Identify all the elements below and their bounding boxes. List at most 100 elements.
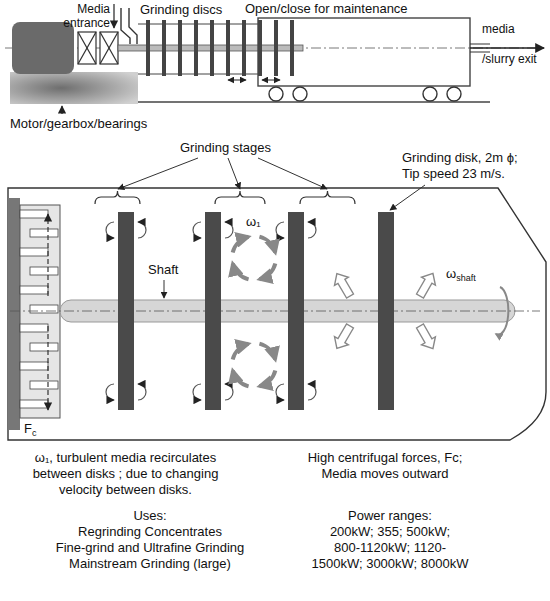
media-entrance-pipe: [121, 8, 137, 44]
rail: [138, 101, 490, 102]
base-block: [10, 72, 138, 104]
label-text: ω₁, turbulent media recirculates between…: [18, 450, 233, 498]
flow-arrow: [138, 384, 146, 400]
flow-arrow: [276, 222, 284, 238]
entrance-arrow: [113, 4, 114, 28]
label-text: 800-1120kW; 1120-: [290, 540, 490, 556]
label-text: 1500kW; 3000kW; 8000kW: [290, 556, 490, 572]
recirculation-arrow: [259, 263, 275, 279]
grinding-disk: [118, 212, 134, 410]
recirculation-arrow: [233, 237, 249, 253]
motor-leader: [61, 106, 62, 114]
label-text: Open/close for maintenance: [245, 1, 408, 17]
flow-arrow: [138, 222, 146, 238]
exit-arrow: [470, 47, 544, 48]
stage-brace: [215, 191, 265, 204]
stator-pin: [20, 286, 48, 294]
open-close-arrows: [228, 80, 246, 81]
grinding-disc: [178, 20, 182, 76]
stator-pin: [20, 324, 48, 332]
stator-pin: [30, 343, 58, 351]
centrifugal-arrow: [47, 214, 48, 296]
recirculation-arrow: [233, 344, 249, 360]
label-text: Grinding stages: [180, 140, 271, 156]
stage-leader: [118, 158, 327, 189]
label-text: High centrifugal forces, Fc; Media moves…: [290, 450, 480, 482]
label-text: Grinding discs: [140, 2, 222, 18]
stator-plate: [20, 205, 60, 418]
stage-leader: [118, 158, 198, 189]
stator-pin: [30, 381, 58, 389]
label-text: Mainstream Grinding (large): [20, 556, 280, 572]
grinding-disc: [210, 20, 214, 76]
flow-arrow: [106, 222, 316, 400]
label-text: 200kW; 355; 500kW;: [290, 524, 490, 540]
gearbox-bearing: [78, 32, 96, 64]
disk-leader: [390, 185, 425, 210]
grinding-disc: [146, 20, 150, 76]
grinding-disk: [205, 212, 221, 410]
label-text: Shaft: [148, 262, 178, 278]
grinding-disc: [242, 20, 246, 76]
grinding-disc: [194, 20, 198, 76]
wheel: [293, 87, 307, 101]
stator-pin: [30, 267, 58, 275]
gearbox-bearing: [78, 32, 96, 64]
flow-arrow: [193, 222, 201, 238]
grinding-disk: [378, 212, 394, 410]
mill-chamber: [8, 188, 546, 440]
section-view: [8, 158, 546, 440]
label-text: ωshaft: [446, 266, 476, 282]
grinding-disc: [162, 20, 166, 76]
stage-brace: [300, 191, 355, 204]
wheel: [447, 87, 461, 101]
label-text: Media entrance: [48, 2, 110, 30]
stage-leader: [228, 158, 240, 189]
grinding-disc: [146, 20, 294, 76]
flow-arrow: [276, 384, 284, 400]
stator-pin: [30, 229, 58, 237]
gearbox-bearing: [100, 32, 118, 64]
stator-pin: [20, 400, 48, 408]
open-close-arrows: [228, 80, 280, 81]
flow-arrow: [308, 384, 316, 400]
label-text: Motor/gearbox/bearings: [10, 116, 147, 132]
grinding-disk: [118, 212, 394, 410]
label-text: Fine-grind and Ultrafine Grinding: [20, 540, 280, 556]
flow-arrow: [193, 384, 201, 400]
outward-arrow: [417, 273, 436, 298]
label-text: Uses:: [20, 508, 280, 524]
outward-arrow: [335, 273, 436, 348]
recirculation-arrow: [233, 237, 276, 387]
stator-pin: [30, 305, 58, 313]
label-text: Grinding disk, 2m ϕ; Tip speed 23 m/s.: [402, 150, 530, 182]
gearbox-bearing: [100, 32, 118, 64]
label-text: media /slurry exit: [482, 14, 546, 74]
grinding-disc: [290, 20, 294, 76]
centrifugal-arrow: [47, 214, 48, 410]
stator-pin: [20, 362, 48, 370]
center-line: [10, 311, 540, 312]
flow-arrow: [225, 222, 233, 238]
grinding-disc: [258, 20, 262, 76]
wheel: [269, 87, 461, 101]
stator-pin: [20, 210, 48, 218]
open-close-arrows: [262, 80, 280, 81]
recirculation-arrow: [233, 370, 249, 386]
grinding-disk: [288, 212, 304, 410]
label-text: Fc: [24, 421, 36, 437]
gearbox-bearing: [78, 32, 96, 64]
outward-arrow: [335, 324, 354, 348]
stator-pin: [20, 210, 58, 408]
stage-brace: [95, 191, 355, 204]
flow-arrow: [106, 222, 114, 238]
flow-arrow: [308, 222, 316, 238]
wheel: [423, 87, 437, 101]
stage-brace: [95, 191, 140, 204]
stator-pin: [20, 248, 48, 256]
gearbox-bearing: [100, 32, 118, 64]
shaft-rotation-arrow: [496, 287, 508, 335]
label-text: Power ranges:: [290, 508, 490, 524]
flow-arrow: [225, 384, 233, 400]
